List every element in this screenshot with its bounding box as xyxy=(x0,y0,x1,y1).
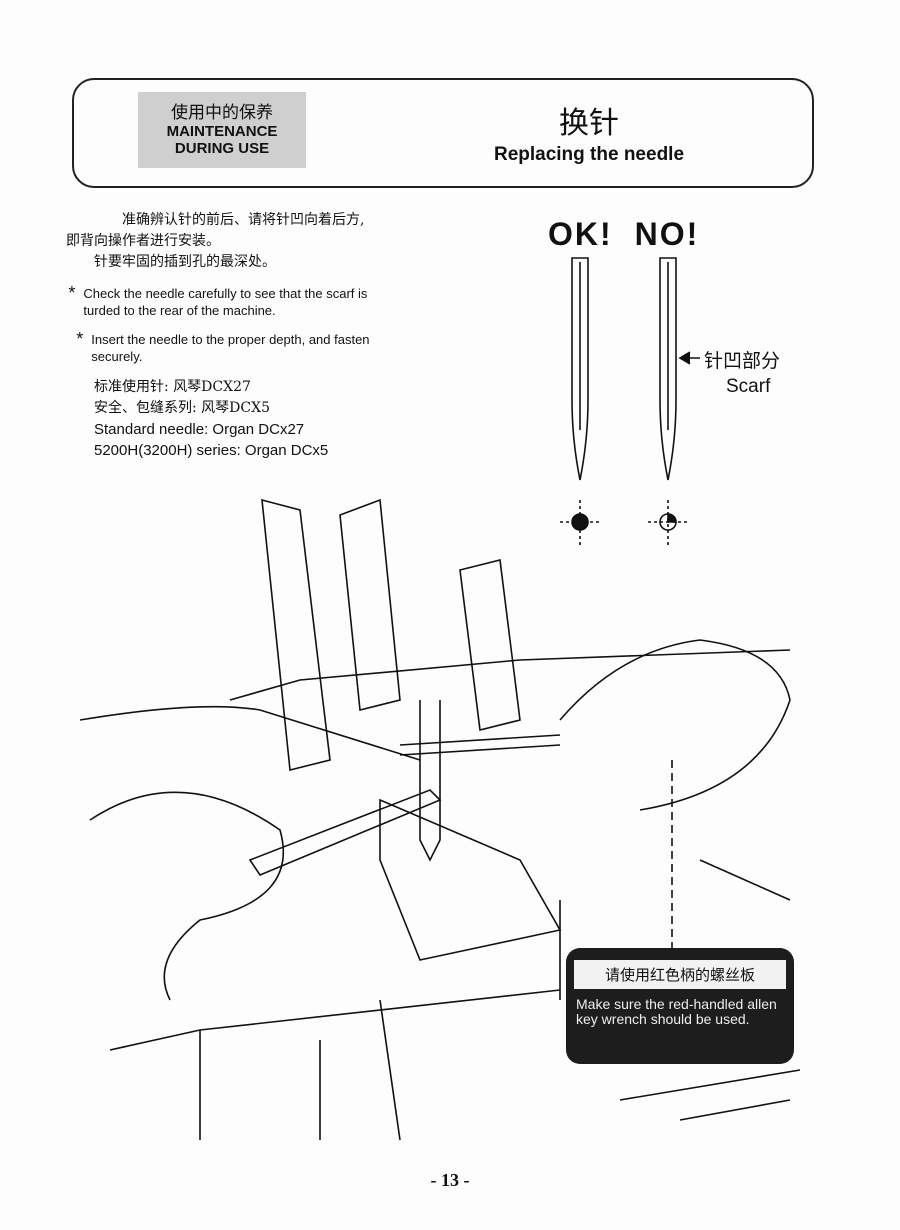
sewing-machine-drawing xyxy=(79,498,801,1141)
asterisk-icon: * xyxy=(68,283,76,303)
page-title-cn: 换针 xyxy=(559,106,619,141)
page-title-en: Replacing the needle xyxy=(493,144,685,165)
section-label-en-2: DURING USE xyxy=(174,140,270,157)
spec-en-1: Standard needle: Organ DCx27 xyxy=(94,421,305,438)
spec-cn-2: 安全、包缝系列: 风琴DCX5 xyxy=(94,400,270,416)
scarf-label-cn: 针凹部分 xyxy=(704,350,781,372)
bullet-text: Insert the needle to the proper depth, a… xyxy=(91,332,370,364)
section-badge: 使用中的保养 MAINTENANCE DURING USE xyxy=(138,92,306,168)
callout-text-en: Make sure the red-handled allen key wren… xyxy=(576,996,777,1027)
instructions: 准确辨认针的前后、请将针凹向着后方, 即背向操作者进行安装。 针要牢固的插到孔的… xyxy=(66,210,394,461)
bullet-item: * Insert the needle to the proper depth,… xyxy=(76,330,394,365)
instruction-cn-2: 即背向操作者进行安装。 xyxy=(66,233,220,249)
needle-no-icon xyxy=(648,257,690,545)
asterisk-icon: * xyxy=(76,329,84,349)
section-header: 使用中的保养 MAINTENANCE DURING USE 换针 Replaci… xyxy=(72,78,814,188)
ok-label: OK! xyxy=(548,216,613,252)
section-label-en-1: MAINTENANCE xyxy=(166,123,278,140)
ok-no-labels: OK! NO! xyxy=(548,216,699,253)
arrow-left-icon xyxy=(678,351,700,365)
needle-specs: 标准使用针: 风琴DCX27 安全、包缝系列: 风琴DCX5 Standard … xyxy=(94,377,394,461)
wrench-callout: 请使用红色柄的螺丝板 Make sure the red-handled all… xyxy=(566,948,794,1064)
no-label: NO! xyxy=(634,216,700,252)
instruction-cn-3: 针要牢固的插到孔的最深处。 xyxy=(94,254,276,270)
spec-cn-1: 标准使用针: 风琴DCX27 xyxy=(94,379,251,395)
callout-text-cn: 请使用红色柄的螺丝板 xyxy=(574,960,786,989)
bullet-item: * Check the needle carefully to see that… xyxy=(68,284,394,319)
needle-ok-icon xyxy=(560,257,600,545)
section-label-cn: 使用中的保养 xyxy=(171,103,273,123)
spec-en-2: 5200H(3200H) series: Organ DCx5 xyxy=(94,442,329,459)
scarf-label-en: Scarf xyxy=(726,376,771,397)
bullet-text: Check the needle carefully to see that t… xyxy=(83,286,368,318)
instruction-cn-1: 准确辨认针的前后、请将针凹向着后方, xyxy=(122,212,365,228)
page-number: - 13 - xyxy=(430,1170,470,1190)
